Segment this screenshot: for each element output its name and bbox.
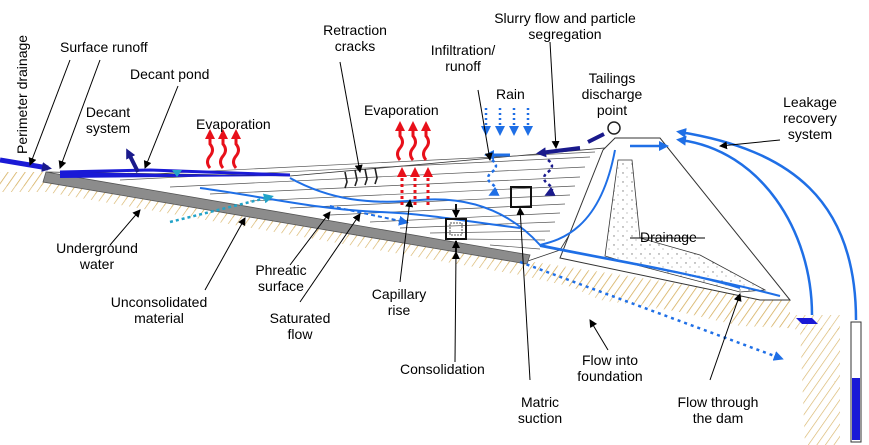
rain-arrows <box>481 108 533 136</box>
decant-pond-water <box>60 172 285 178</box>
label-capillary-line1: Capillary <box>371 286 427 302</box>
retraction-cracks <box>344 167 378 189</box>
label-perimeter-drainage: Perimeter drainage <box>14 34 30 154</box>
leakage-arc-inner <box>676 135 814 316</box>
slurry-flow-arrow <box>542 159 556 196</box>
label-saturated-line1: Saturated <box>269 310 331 326</box>
label-slurry-flow: Slurry flow and particle segregation <box>480 10 650 42</box>
label-phreatic-line2: surface <box>258 278 304 294</box>
label-decant-system-line2: system <box>85 120 131 136</box>
recovery-ditch <box>796 318 818 324</box>
leakage-arc-outer <box>676 128 858 321</box>
label-matric-suction: Matric suction <box>510 394 570 426</box>
label-tailings-line3: point <box>596 102 628 118</box>
label-flow-dam-line1: Flow through <box>677 394 759 410</box>
label-surface-runoff: Surface runoff <box>60 39 148 55</box>
label-saturated-line2: flow <box>287 326 313 342</box>
label-leakage-line2: recovery <box>783 110 837 126</box>
dam-drainage-core <box>604 159 767 293</box>
label-evaporation-left: Evaporation <box>196 116 271 132</box>
perimeter-drainage-arrow <box>0 157 52 172</box>
decant-system-arrow <box>126 148 140 173</box>
label-underground-water: Underground water <box>52 240 142 272</box>
label-unconsolidated-line2: material <box>134 310 184 326</box>
flow-through-dam-line <box>539 245 781 297</box>
label-consolidation: Consolidation <box>400 361 485 377</box>
label-decant-system: Decant system <box>76 104 140 136</box>
label-retraction-cracks: Retraction cracks <box>320 22 390 54</box>
discharge-point <box>607 121 621 135</box>
label-underground-line1: Underground <box>56 240 138 256</box>
underground-water-flow <box>169 193 274 224</box>
label-underground-line2: water <box>79 256 115 272</box>
label-infiltration-line1: Infiltration/ <box>430 42 496 58</box>
label-leakage-line1: Leakage <box>783 94 837 110</box>
label-saturated-flow: Saturated flow <box>260 310 340 342</box>
label-tailings-discharge-point: Tailings discharge point <box>572 70 652 118</box>
label-flow-through-dam: Flow through the dam <box>668 394 768 426</box>
label-retraction-cracks-line2: cracks <box>334 38 376 54</box>
label-drainage: Drainage <box>640 229 697 245</box>
label-tailings-line2: discharge <box>581 86 643 102</box>
label-tailings-line1: Tailings <box>588 70 636 86</box>
matric-suction-box <box>510 186 532 208</box>
label-flow-dam-line2: the dam <box>692 410 744 426</box>
label-decant-pond: Decant pond <box>130 66 210 82</box>
consolidation-box <box>445 218 467 240</box>
label-infiltration-runoff: Infiltration/ runoff <box>418 42 508 74</box>
label-matric-line2: suction <box>517 410 563 426</box>
label-rain: Rain <box>496 86 525 102</box>
evaporation-left-arrows <box>205 129 241 169</box>
label-leakage-line3: system <box>787 126 833 142</box>
label-slurry-line1: Slurry flow and particle <box>494 10 636 26</box>
label-matric-line1: Matric <box>520 394 560 410</box>
leader-lines <box>28 41 781 381</box>
evaporation-right-arrows <box>395 121 431 161</box>
label-flow-foundation-line1: Flow into <box>581 352 639 368</box>
label-phreatic-surface: Phreatic surface <box>246 262 316 294</box>
label-unconsolidated-line1: Unconsolidated <box>110 294 208 310</box>
saturated-flow-line <box>199 187 521 229</box>
label-leakage-recovery: Leakage recovery system <box>770 94 850 142</box>
label-phreatic-line1: Phreatic <box>255 262 307 278</box>
label-retraction-cracks-line1: Retraction <box>323 22 387 38</box>
label-decant-system-line1: Decant <box>85 104 131 120</box>
label-evaporation-right: Evaporation <box>364 102 439 118</box>
label-unconsolidated-material: Unconsolidated material <box>104 294 214 326</box>
phreatic-surface-line <box>289 149 616 247</box>
label-capillary-line2: rise <box>387 302 411 318</box>
label-infiltration-line2: runoff <box>445 58 481 74</box>
label-flow-into-foundation: Flow into foundation <box>565 352 655 384</box>
infiltration-arrow <box>486 159 500 196</box>
label-flow-foundation-line2: foundation <box>577 368 643 384</box>
label-slurry-line2: segregation <box>528 26 602 42</box>
label-capillary-rise: Capillary rise <box>364 286 434 318</box>
